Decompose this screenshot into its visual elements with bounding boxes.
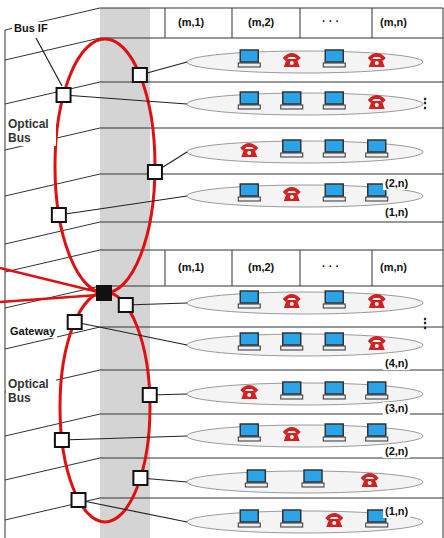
pc-icon — [323, 140, 345, 157]
building-edge — [5, 30, 6, 538]
pc-icon — [238, 291, 260, 308]
floor-label: (2,n) — [383, 177, 410, 190]
optical-bus-loop — [60, 292, 150, 522]
drop-line — [79, 500, 187, 522]
floor-label: (4,n) — [383, 357, 410, 370]
phone-icon — [361, 473, 379, 487]
pc-icon — [323, 184, 345, 201]
phone-icon — [240, 143, 258, 157]
floor-lan — [187, 471, 423, 493]
pc-icon — [302, 470, 324, 487]
cell-label: (m,n) — [380, 16, 407, 29]
pc-icon — [323, 50, 345, 67]
floor-slab — [5, 8, 443, 30]
gateway-label: Gateway — [8, 325, 57, 338]
ellipsis: ⋮ — [418, 96, 432, 110]
bus-label: Optical Bus — [6, 118, 56, 146]
room-divider — [165, 8, 166, 38]
bus-interface — [52, 208, 66, 222]
gateway-box — [96, 285, 112, 301]
pc-icon — [281, 382, 303, 399]
pc-icon — [366, 424, 388, 441]
room-divider — [300, 8, 301, 38]
bus-interface — [133, 68, 147, 82]
pc-icon — [238, 424, 260, 441]
phone-icon — [240, 385, 258, 399]
pc-icon — [245, 470, 267, 487]
pc-icon — [238, 184, 260, 201]
callout-label: Bus IF — [12, 22, 50, 35]
pc-icon — [366, 382, 388, 399]
phone-icon — [283, 294, 301, 308]
phone-icon — [283, 53, 301, 67]
drop-line — [62, 436, 187, 440]
room-divider — [300, 250, 301, 286]
pc-icon — [281, 92, 303, 109]
room-divider — [372, 250, 373, 286]
ellipsis: ⋮ — [418, 316, 432, 330]
floor-label: (1,n) — [383, 206, 410, 219]
room-divider — [232, 250, 233, 286]
drop-line — [126, 303, 187, 305]
bus-interface — [57, 88, 71, 102]
pc-icon — [323, 92, 345, 109]
pc-icon — [238, 510, 260, 527]
floor-lan — [187, 141, 423, 163]
room-divider — [372, 8, 373, 38]
phone-icon — [283, 187, 301, 201]
external-link — [0, 295, 98, 302]
bus-label: Optical Bus — [6, 378, 56, 406]
phone-icon — [368, 336, 386, 350]
floor-slab — [5, 222, 443, 244]
pc-icon — [323, 424, 345, 441]
bus-interface — [143, 388, 157, 402]
floor-lan — [187, 425, 423, 447]
pc-icon — [281, 140, 303, 157]
cell-label: (m,2) — [248, 261, 274, 274]
floor-lan — [187, 334, 423, 356]
phone-icon — [283, 427, 301, 441]
phone-icon — [368, 53, 386, 67]
room-divider — [165, 250, 166, 286]
pc-icon — [323, 291, 345, 308]
pc-icon — [281, 333, 303, 350]
phone-icon — [368, 95, 386, 109]
pc-icon — [366, 140, 388, 157]
leader-line — [36, 38, 62, 86]
floor-lan — [187, 93, 423, 115]
pc-icon — [323, 382, 345, 399]
pc-icon — [281, 510, 303, 527]
bus-interface — [133, 471, 147, 485]
bus-interface — [119, 298, 133, 312]
drop-line — [64, 95, 187, 104]
ellipsis: · · · — [322, 260, 339, 273]
bus-interface — [148, 165, 162, 179]
pc-icon — [238, 92, 260, 109]
ellipsis: · · · — [322, 15, 339, 28]
bus-interface — [55, 433, 69, 447]
phone-icon — [368, 294, 386, 308]
floor-label: (3,n) — [383, 402, 410, 415]
floor-lan — [187, 51, 423, 73]
floor-lan — [187, 292, 423, 314]
cell-label: (m,n) — [380, 261, 407, 274]
phone-icon — [325, 513, 343, 527]
pc-icon — [323, 333, 345, 350]
floor-label: (1,n) — [383, 505, 410, 518]
cell-label: (m,1) — [178, 16, 204, 29]
room-divider — [232, 8, 233, 38]
drop-line — [75, 322, 187, 345]
floor-label: (2,n) — [383, 445, 410, 458]
cell-label: (m,1) — [178, 261, 204, 274]
bus-interface — [72, 493, 86, 507]
optical-bus-loop — [55, 39, 155, 293]
pc-icon — [238, 50, 260, 67]
cell-label: (m,2) — [248, 16, 274, 29]
bus-interface — [68, 315, 82, 329]
pc-icon — [238, 333, 260, 350]
drop-line — [59, 196, 187, 215]
